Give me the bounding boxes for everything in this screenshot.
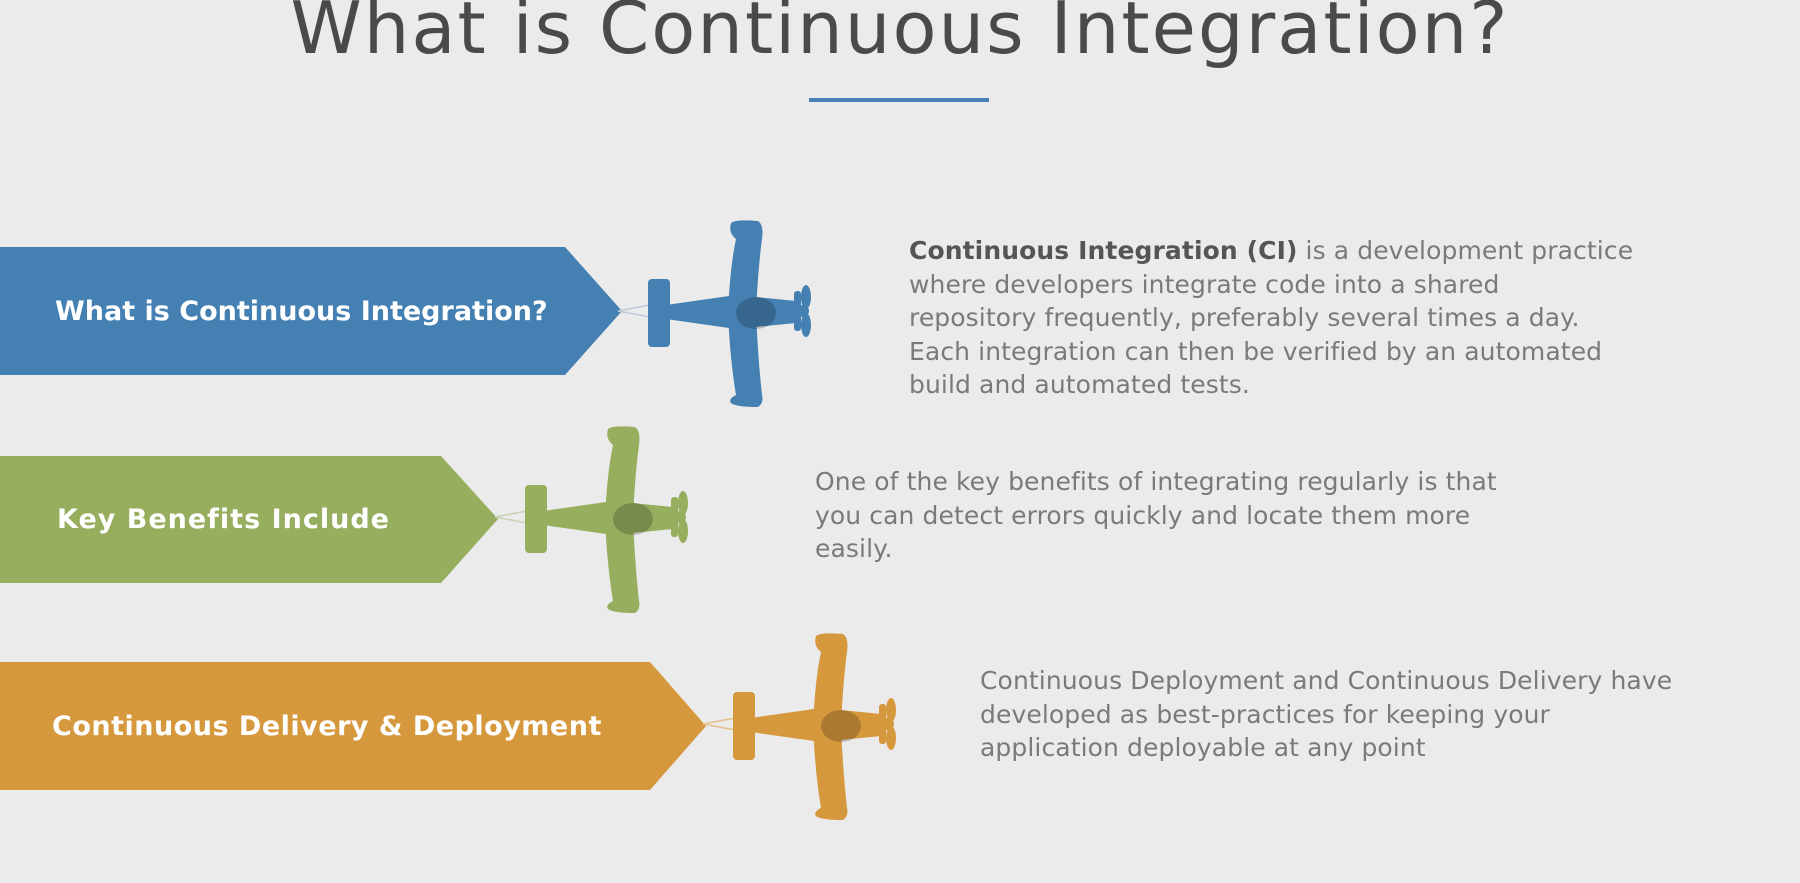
banner-label: Continuous Delivery & Deployment xyxy=(52,710,602,742)
description-line: Continuous Deployment and Continuous Del… xyxy=(980,666,1673,695)
description-line: One of the key benefits of integrating r… xyxy=(815,467,1497,496)
banner-arrow-shape xyxy=(0,662,706,790)
airplane-icon xyxy=(703,633,896,820)
description-line: you can detect errors quickly and locate… xyxy=(815,500,1471,530)
banner-delivery: Continuous Delivery & Deployment xyxy=(0,662,706,790)
description-benefits: One of the key benefits of integrating r… xyxy=(815,465,1497,566)
description-line: where developers integrate code into a s… xyxy=(909,269,1500,299)
description-ci: Continuous Integration (CI) is a develop… xyxy=(909,234,1633,402)
banner-label: What is Continuous Integration? xyxy=(55,295,548,327)
title-underline xyxy=(809,98,989,102)
description-delivery: Continuous Deployment and Continuous Del… xyxy=(980,664,1672,765)
description-bold: Continuous Integration (CI) xyxy=(909,236,1298,265)
description-line: easily. xyxy=(815,534,893,563)
banner-ci: What is Continuous Integration? xyxy=(0,247,622,375)
airplane-icon xyxy=(495,426,688,613)
description-line: Continuous Integration (CI) is a develop… xyxy=(909,236,1634,265)
description-line: repository frequently, preferably severa… xyxy=(909,303,1580,332)
description-line: developed as best-practices for keeping … xyxy=(980,699,1550,729)
banner-arrow-shape xyxy=(0,456,498,583)
banner-label: Key Benefits Include xyxy=(57,504,390,535)
banner-arrow-shape xyxy=(0,247,622,375)
banner-benefits: Key Benefits Include xyxy=(0,456,498,583)
description-line: application deployable at any point xyxy=(980,733,1426,762)
description-line: build and automated tests. xyxy=(909,370,1250,399)
airplane-icon xyxy=(618,220,811,407)
page-title: What is Continuous Integration? xyxy=(290,0,1510,70)
description-line: Each integration can then be verified by… xyxy=(909,336,1603,366)
